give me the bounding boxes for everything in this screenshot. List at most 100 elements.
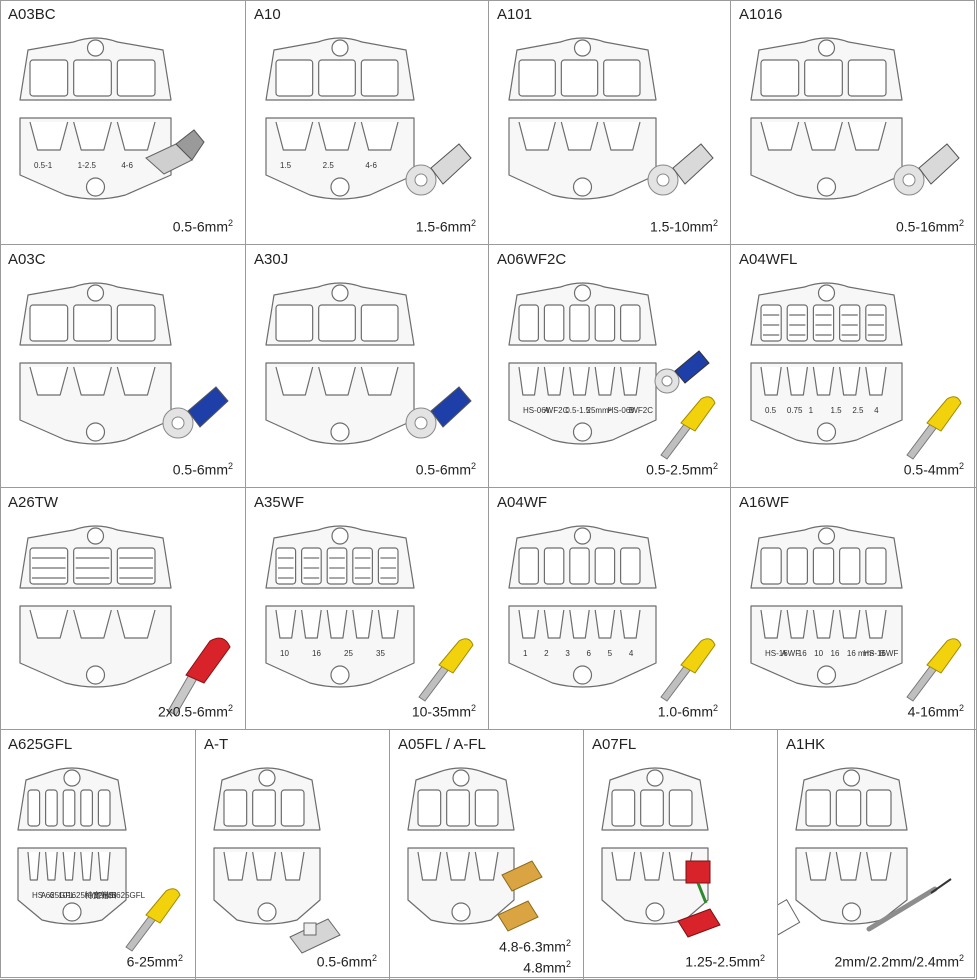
die-model-title: A03C: [8, 251, 46, 268]
wire-range-spec: 1.25-2.5mm2: [685, 949, 765, 971]
die-artwork: [508, 37, 714, 200]
spec-superscript: 2: [227, 218, 233, 229]
spec-superscript: 2: [371, 953, 377, 964]
wire-range-spec: 0.5-6mm2: [416, 457, 476, 479]
spec-value: 1.5-6mm: [415, 219, 471, 235]
die-label: 0.5: [765, 406, 777, 415]
lower-jaw: [17, 847, 127, 925]
die-label: 25mm²: [76, 891, 101, 900]
spec-superscript: 2: [712, 461, 718, 472]
wire-range-spec: 0.5-16mm2: [896, 214, 964, 236]
die-model-title: A30J: [254, 251, 289, 268]
crimp-die-illustration: [19, 37, 172, 200]
wire-range-spec: 0.5-4mm2: [904, 457, 964, 479]
die-label: A: [544, 406, 550, 415]
spec-value: 10-35mm: [411, 704, 471, 720]
spec-value-secondary: 4.8mm: [523, 960, 566, 976]
die-model-title: A06WF2C: [497, 251, 567, 268]
die-label: 4-6: [121, 161, 133, 170]
die-label: 4: [874, 406, 879, 415]
die-label: HS-06WF2C: [523, 406, 569, 415]
wire-range-spec: 1.0-6mm2: [658, 699, 718, 721]
die-label: 16: [798, 649, 807, 658]
upper-jaw: [508, 37, 657, 101]
lower-jaw: [19, 117, 172, 200]
red-flag-icon: [677, 860, 721, 938]
upper-jaw: [407, 767, 515, 831]
upper-jaw: [17, 767, 127, 831]
die-model-title: A1HK: [786, 736, 826, 753]
die-artwork: [213, 767, 341, 954]
gold-spade-icon: [497, 860, 543, 932]
spec-value: 4.8-6.3mm: [499, 938, 566, 955]
lower-jaw: [213, 847, 321, 925]
die-label: B: [629, 406, 634, 415]
die-artwork: [19, 525, 231, 716]
upper-jaw: [19, 525, 172, 589]
spec-superscript: 2: [712, 218, 718, 229]
die-label: HS-16WF: [765, 649, 800, 658]
die-label: 1: [523, 649, 528, 658]
die-model-title: A07FL: [592, 736, 637, 753]
spec-superscript: 2: [177, 953, 183, 964]
wire-range-spec: 1.5-10mm2: [650, 214, 718, 236]
wire-range-spec: 6-25mm2: [127, 949, 183, 971]
die-label: 16: [312, 649, 321, 658]
die-label: 0.5-1: [34, 161, 53, 170]
die-model-title: A101: [497, 6, 533, 23]
die-label: 2.5: [323, 161, 335, 170]
ferrule-yellow-icon: [125, 888, 181, 952]
spec-superscript: 2: [958, 953, 964, 964]
ring-terminal-bare-icon: [405, 143, 472, 196]
die-label: A: [41, 891, 47, 900]
crimp-die-illustration: [508, 282, 657, 445]
spec-superscript: 2: [958, 461, 964, 472]
lower-jaw: [265, 605, 415, 688]
die-cell: A07FL 1.25-2.5mm2: [584, 730, 778, 980]
spec-superscript: 2: [470, 218, 476, 229]
die-label: 25mm²: [587, 406, 612, 415]
spec-value: 0.5-6mm: [172, 219, 228, 235]
lower-jaw: [265, 362, 415, 445]
die-model-title: A03BC: [8, 6, 56, 23]
lower-jaw: [407, 847, 515, 925]
lower-jaw: [265, 117, 415, 200]
die-label: 1-2.5: [78, 161, 97, 170]
spec-superscript: 2: [958, 218, 964, 229]
spec-value: 1.25-2.5mm: [685, 954, 760, 970]
flag-terminal-icon: [145, 129, 205, 175]
lower-jaw: [508, 117, 657, 200]
die-label: 1.5: [831, 406, 843, 415]
upper-jaw: [750, 282, 903, 346]
wire-range-spec: 0.5-6mm2: [173, 214, 233, 236]
die-label: 2: [544, 649, 549, 658]
spec-superscript: 2: [712, 703, 718, 714]
die-artwork: [19, 282, 229, 445]
spec-value: 1.5-10mm: [649, 219, 713, 235]
ring-terminal-blue-icon: [162, 386, 229, 439]
spec-superscript: 2: [565, 937, 571, 948]
tab-terminal-icon: [289, 918, 341, 954]
spec-value: 0.5-6mm: [172, 462, 228, 478]
lower-jaw: [795, 847, 908, 925]
wire-range-spec: 4-16mm2: [908, 699, 964, 721]
die-label: 1: [809, 406, 814, 415]
lower-jaw: [508, 362, 657, 445]
crimp-die-illustration: [750, 525, 903, 688]
lower-jaw: [750, 117, 903, 200]
die-label: 16 mm²: [847, 649, 874, 658]
